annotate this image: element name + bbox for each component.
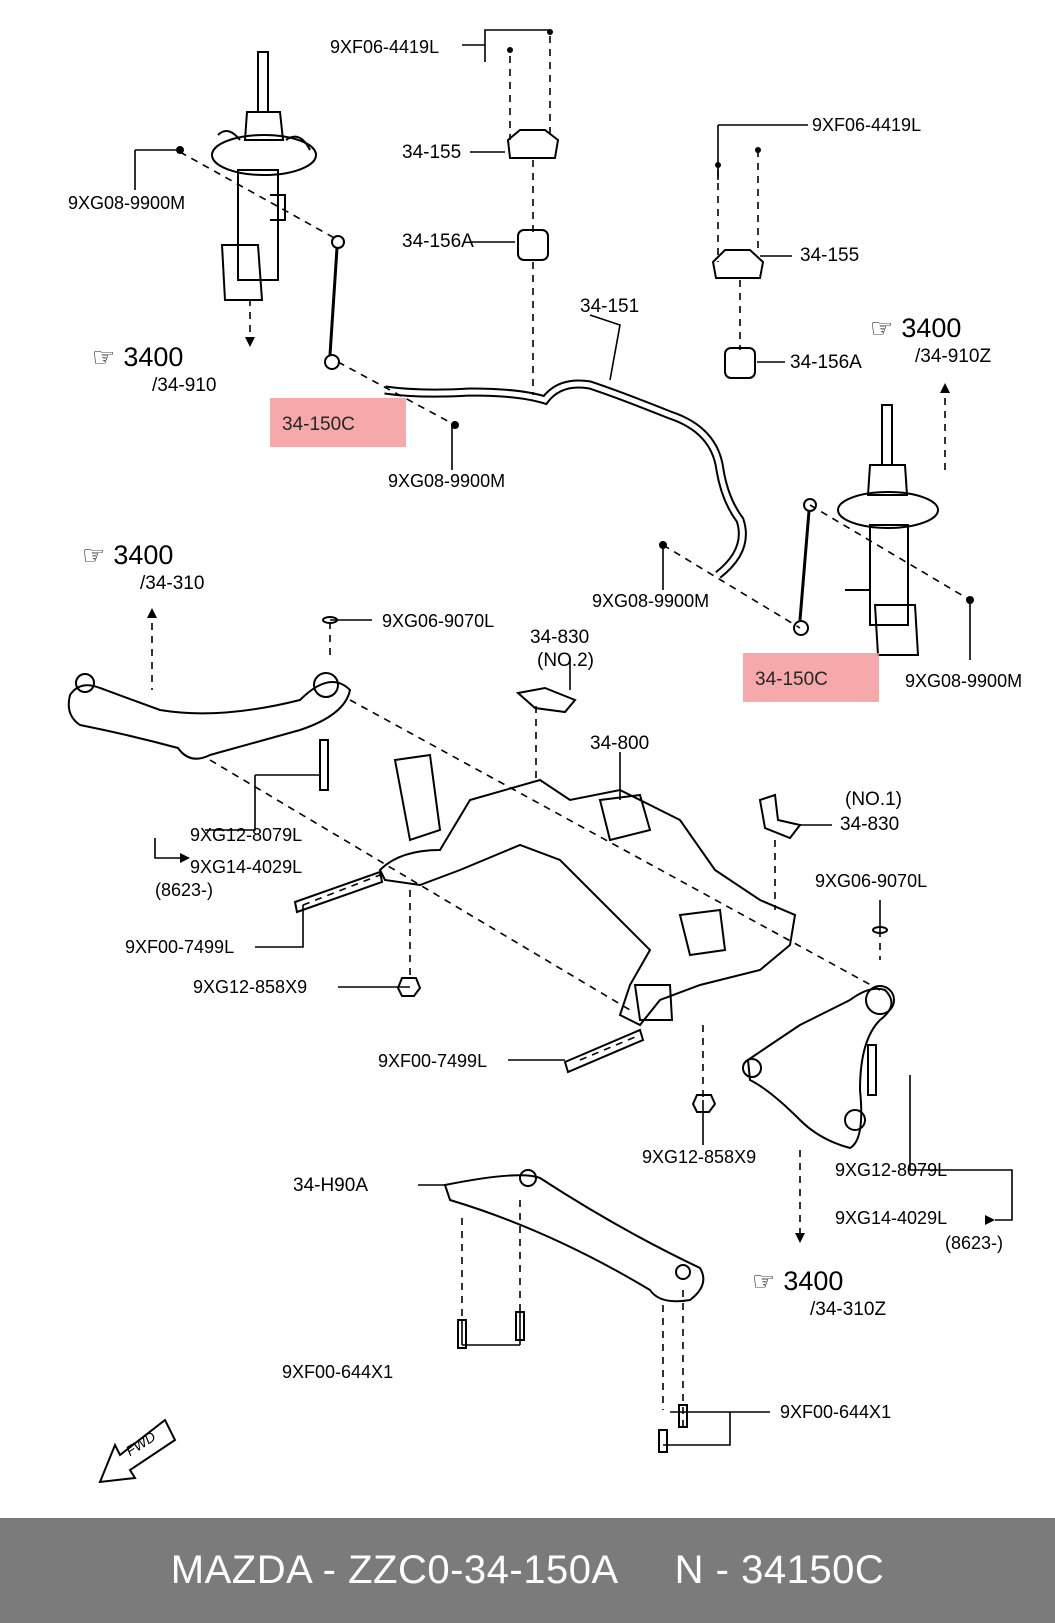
highlight-link-left-label: 34-150C bbox=[282, 414, 355, 435]
pointing-hand-icon: ☞ bbox=[82, 540, 106, 570]
shield-no1 bbox=[758, 793, 802, 840]
ref-strut-left: ☞3400 /34-910 bbox=[92, 342, 216, 397]
label-crossmember: 34-800 bbox=[590, 733, 650, 754]
footer-part-number: MAZDA - ZZC0-34-150A bbox=[170, 1548, 619, 1592]
label-bolt-arm-right-c: (8623-) bbox=[945, 1233, 1004, 1253]
pointing-hand-icon: ☞ bbox=[92, 342, 116, 372]
shield-no2 bbox=[515, 686, 577, 714]
label-brace-bolt-right: 9XF00-644X1 bbox=[780, 1402, 892, 1422]
label-bolt-top-left: 9XF06-4419L bbox=[330, 37, 440, 57]
ref-arm-left: ☞3400 /34-310 bbox=[82, 540, 204, 595]
label-bolt-arm-left-c: (8623-) bbox=[155, 880, 214, 900]
label-bolt-sub-mid: 9XF00-7499L bbox=[378, 1051, 488, 1071]
label-nut-sub-left: 9XG12-858X9 bbox=[193, 977, 308, 997]
pointing-hand-icon: ☞ bbox=[752, 1266, 776, 1296]
footer-ref-number: N - 34150C bbox=[674, 1548, 885, 1592]
label-nut-sub-mid: 9XG12-858X9 bbox=[642, 1147, 757, 1167]
ref-arm-left-sub: /34-310 bbox=[140, 573, 205, 594]
parts-diagram bbox=[67, 29, 1013, 1453]
ref-arm-right-num: 3400 bbox=[783, 1266, 844, 1296]
lower-arm-right bbox=[746, 987, 893, 1150]
label-bracket-right: 34-155 bbox=[800, 245, 860, 266]
label-nut-strut-left: 9XG08-9900M bbox=[68, 193, 186, 213]
right-link bbox=[793, 498, 817, 636]
label-shield-no1: 34-830 bbox=[840, 814, 900, 835]
label-shield-no1-sub: (NO.1) bbox=[845, 789, 902, 810]
label-bushing-right: 34-156A bbox=[790, 352, 862, 373]
subframe bbox=[378, 778, 797, 1027]
ref-strut-right: ☞3400 /34-910Z bbox=[870, 313, 991, 368]
highlight-link-left: 34-150C bbox=[270, 398, 406, 447]
label-bolt-arm-left-b: 9XG14-4029L bbox=[190, 857, 303, 877]
label-brace-bolt-left: 9XF00-644X1 bbox=[282, 1362, 394, 1382]
label-bolt-sub-left: 9XF00-7499L bbox=[125, 937, 235, 957]
ref-strut-left-num: 3400 bbox=[123, 342, 184, 372]
label-washer-right: 9XG06-9070L bbox=[815, 871, 928, 891]
ref-strut-right-sub: /34-910Z bbox=[915, 346, 992, 367]
label-bolt-arm-right-a: 9XG12-8079L bbox=[835, 1160, 948, 1180]
forward-arrow-icon: FWD bbox=[98, 1418, 177, 1484]
right-strut bbox=[837, 404, 939, 656]
label-bolt-arm-right-b: 9XG14-4029L bbox=[835, 1208, 948, 1228]
bushing-right bbox=[711, 249, 765, 379]
bushing-left bbox=[506, 129, 560, 261]
left-strut bbox=[211, 51, 317, 301]
ref-arm-left-num: 3400 bbox=[113, 540, 174, 570]
label-nut-strut-right: 9XG08-9900M bbox=[905, 671, 1023, 691]
label-nut-link-left: 9XG08-9900M bbox=[388, 471, 506, 491]
label-bracket-left: 34-155 bbox=[402, 142, 462, 163]
highlight-link-right: 34-150C bbox=[743, 653, 879, 702]
label-nut-link-right: 9XG08-9900M bbox=[592, 591, 710, 611]
label-shield-no2-sub: (NO.2) bbox=[537, 650, 594, 671]
label-brace: 34-H90A bbox=[293, 1175, 368, 1196]
label-bolt-top-right: 9XF06-4419L bbox=[812, 115, 922, 135]
label-shield-no2: 34-830 bbox=[530, 627, 590, 648]
ref-arm-right: ☞3400 /34-310Z bbox=[752, 1266, 886, 1321]
label-bolt-arm-left-a: 9XG12-8079L bbox=[190, 825, 303, 845]
lower-arm-left bbox=[67, 681, 352, 760]
ref-arm-right-sub: /34-310Z bbox=[810, 1299, 887, 1320]
label-washer-left: 9XG06-9070L bbox=[382, 611, 495, 631]
label-bushing-left: 34-156A bbox=[402, 231, 474, 252]
highlight-link-right-label: 34-150C bbox=[755, 669, 828, 690]
label-stabilizer: 34-151 bbox=[580, 296, 640, 317]
pointing-hand-icon: ☞ bbox=[870, 313, 894, 343]
front-brace bbox=[443, 1174, 705, 1303]
left-link bbox=[324, 235, 345, 370]
ref-strut-left-sub: /34-910 bbox=[152, 375, 217, 396]
ref-strut-right-num: 3400 bbox=[901, 313, 962, 343]
footer-bar: MAZDA - ZZC0-34-150A N - 34150C bbox=[0, 1518, 1055, 1623]
